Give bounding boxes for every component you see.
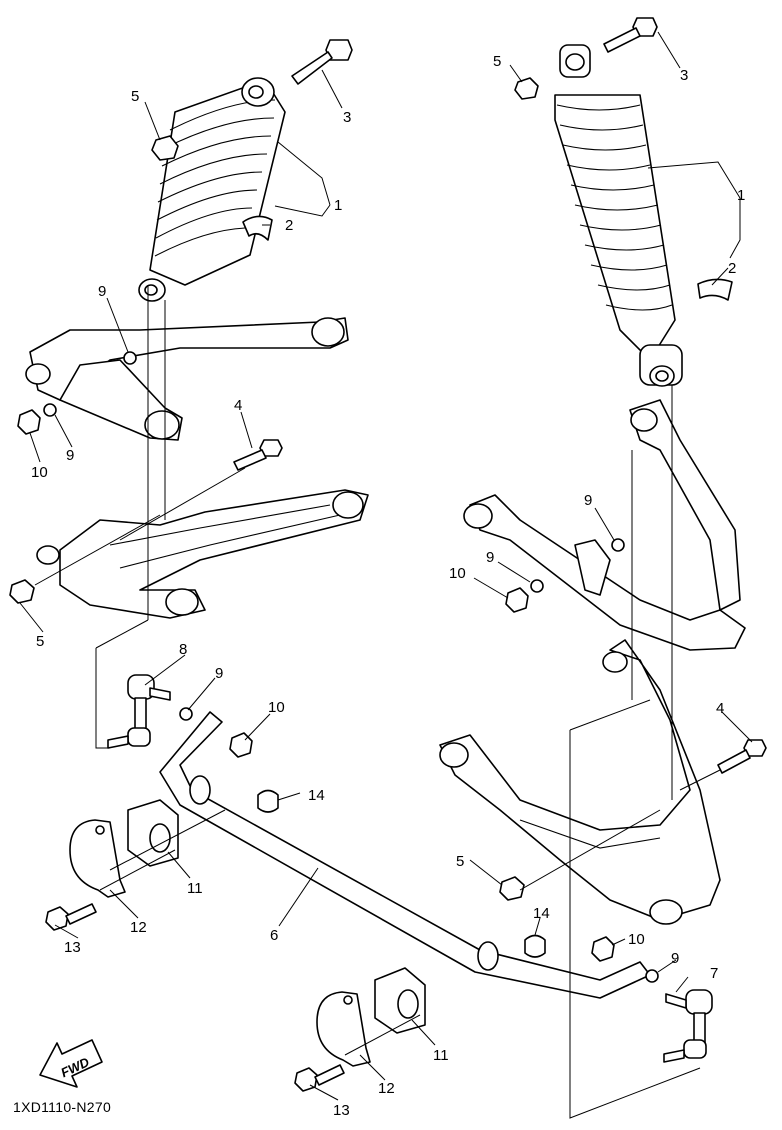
callout-left-5-bottom: 5 [36,633,44,650]
callout-9-link7: 9 [671,950,679,967]
right-bolt-3 [603,17,658,53]
right-spring-seat-2 [697,278,733,301]
fwd-arrow-icon: FWD [39,1039,103,1088]
left-lower-arm [36,489,369,619]
callout-left-5-top: 5 [131,88,139,105]
callout-left-9-a: 9 [98,283,106,300]
callout-10-link7: 10 [628,931,645,948]
right-washer-9-b [530,579,544,593]
callout-right-5-top: 5 [493,53,501,70]
callout-12-right: 12 [378,1080,395,1097]
bushing-11-right [374,967,426,1034]
bushing-14-b [524,934,546,958]
assembly-lines [34,285,721,1119]
callout-left-2: 2 [285,217,293,234]
right-bolt-4 [717,739,767,774]
callout-10-link8: 10 [268,699,285,716]
right-lower-arm [439,639,721,925]
callout-8: 8 [179,641,187,658]
right-washer-9-a [611,538,625,552]
callout-right-2: 2 [728,260,736,277]
left-washer-9-b [43,403,57,417]
callout-left-3: 3 [343,109,351,126]
left-bolt-3 [291,39,353,85]
stabilizer-link-8 [107,674,171,749]
callout-right-9-b: 9 [486,549,494,566]
bracket-12-right [316,991,371,1067]
bracket-12-left [69,819,126,898]
left-upper-arm [25,317,349,441]
right-nut-10-a [505,587,529,613]
callout-leaders [19,31,753,1101]
left-spring-seat-2 [242,215,273,241]
callout-right-4: 4 [716,700,724,717]
callout-13-left: 13 [64,939,81,956]
callout-14-b: 14 [533,905,550,922]
callout-numbers: 1 2 3 5 9 9 10 4 5 8 9 10 14 11 12 13 6 … [31,53,745,1119]
callout-11-right: 11 [433,1047,449,1064]
right-nut-5-top [514,77,539,100]
washer-9-link8 [179,707,193,721]
bushing-14-a [257,789,279,813]
callout-7: 7 [710,965,718,982]
callout-12-left: 12 [130,919,147,936]
callout-9-link8: 9 [215,665,223,682]
left-shock-absorber [138,77,286,302]
washer-9-link7 [645,969,659,983]
callout-left-9-b: 9 [66,447,74,464]
bolt-13-right [294,1064,345,1092]
right-nut-5-bottom [499,876,525,901]
right-shock-absorber [554,44,683,387]
diagram-code: 1XD1110-N270 [13,1099,112,1115]
left-nut-5-top [151,135,179,161]
callout-left-10: 10 [31,464,48,481]
callout-right-1: 1 [737,187,745,204]
callout-left-1: 1 [334,197,342,214]
left-nut-10-a [17,409,41,435]
left-nut-5-bottom [9,579,35,604]
callout-right-10: 10 [449,565,466,582]
callout-left-4: 4 [234,397,242,414]
left-washer-9-a [123,351,137,365]
bushing-11-left [127,799,179,867]
right-upper-arm [463,399,746,651]
nut-10-link7 [591,936,615,962]
callout-14-a: 14 [308,787,325,804]
stabilizer-link-7 [663,989,713,1063]
callout-right-9-a: 9 [584,492,592,509]
callout-right-5-bottom: 5 [456,853,464,870]
bolt-13-left [45,903,97,931]
callout-13-right: 13 [333,1102,350,1119]
callout-right-3: 3 [680,67,688,84]
stabilizer-bar [159,711,651,999]
left-bolt-4 [233,439,283,471]
callout-11-left: 11 [187,880,203,897]
callout-6: 6 [270,927,278,944]
